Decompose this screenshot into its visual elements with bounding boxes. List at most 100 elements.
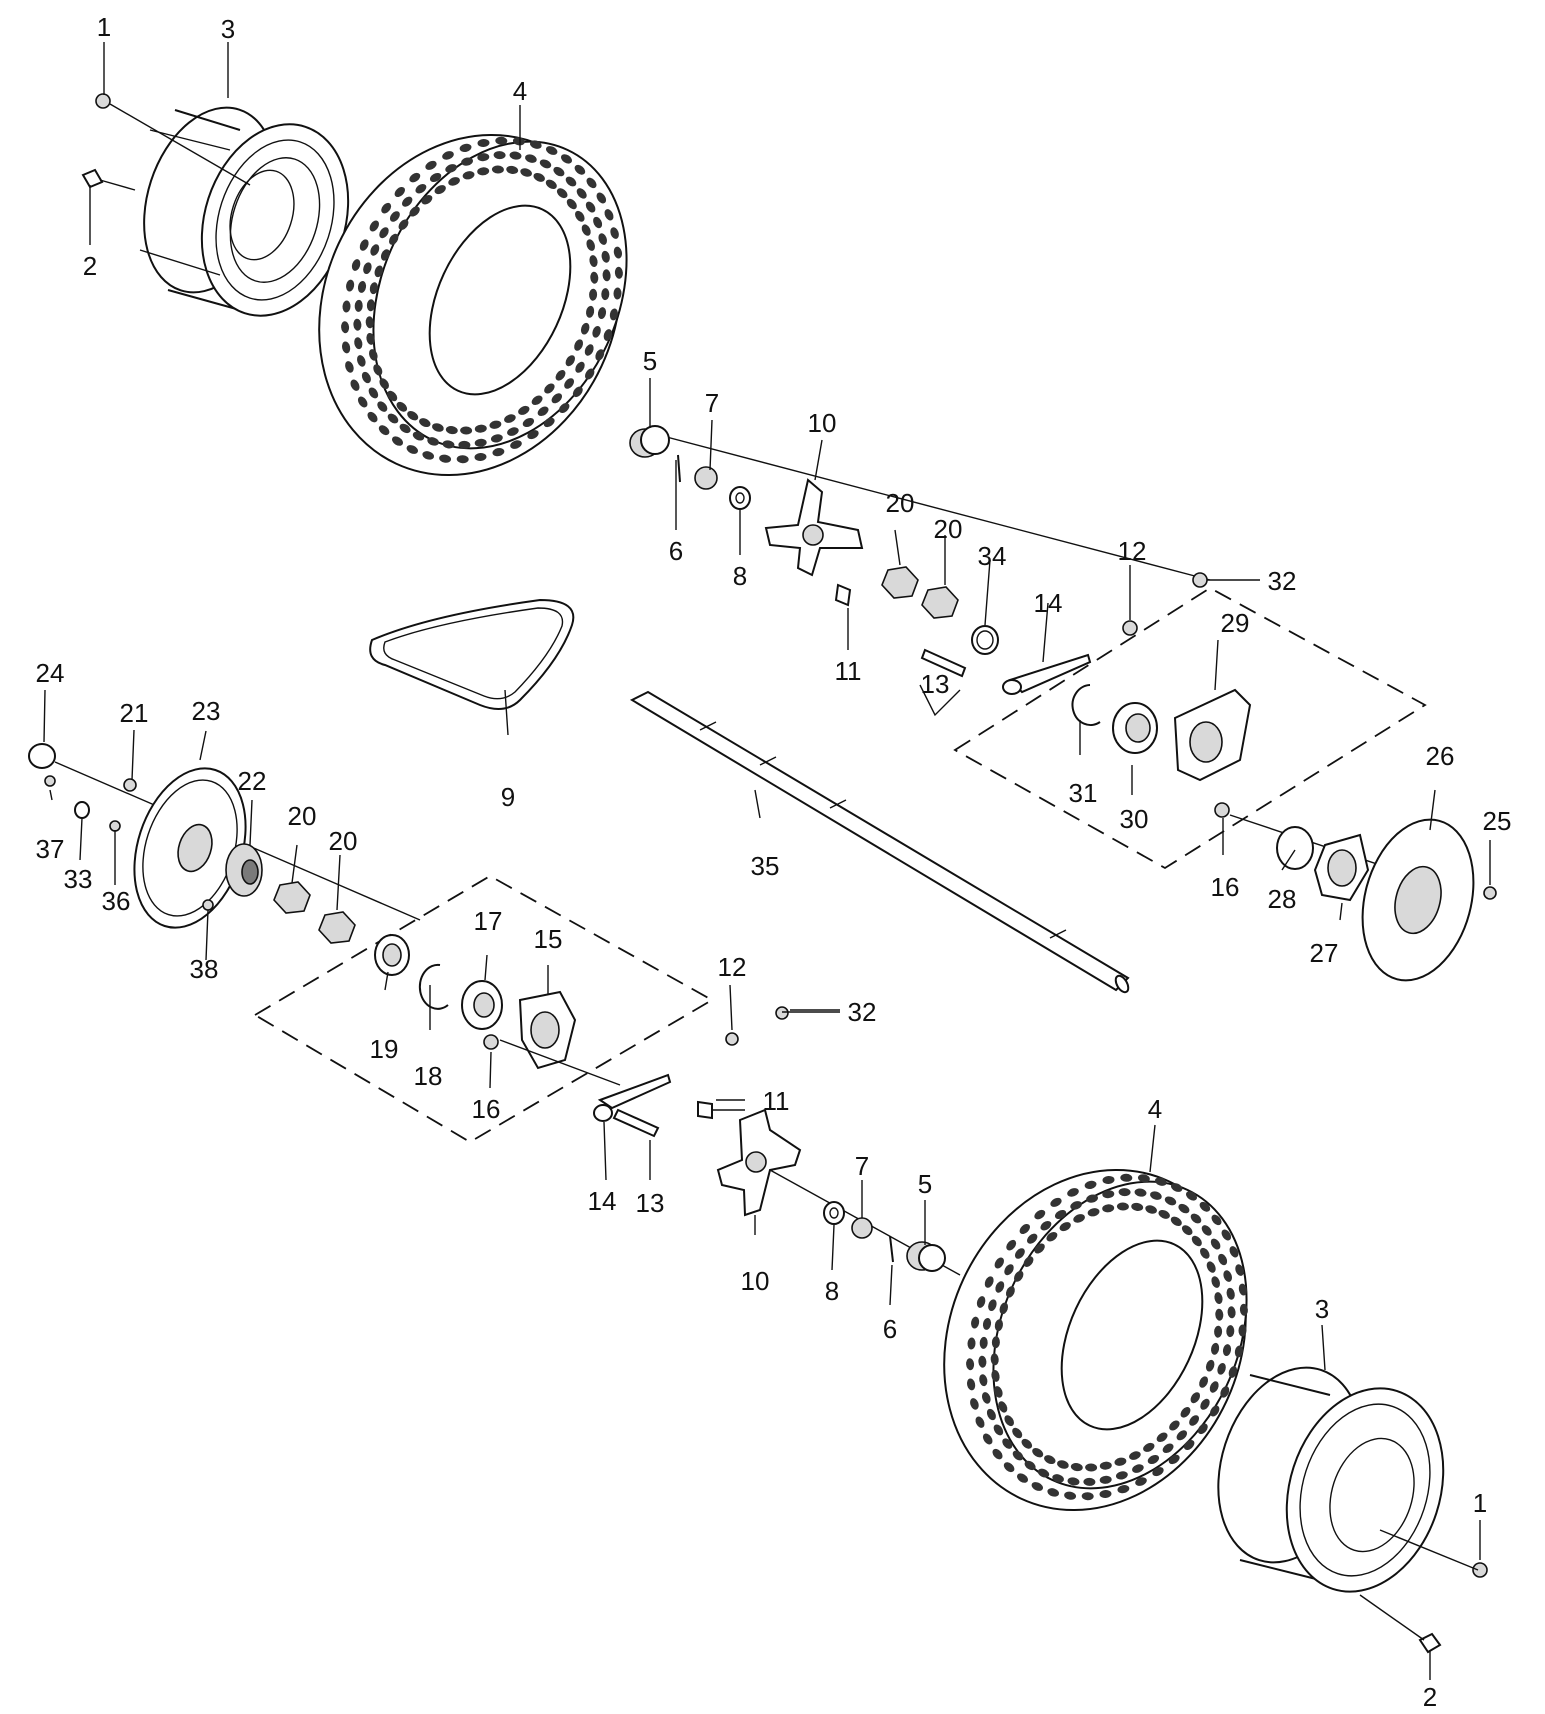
- tread-block: [1217, 1362, 1226, 1375]
- tread-block: [512, 137, 525, 146]
- tread-block: [1057, 1460, 1069, 1469]
- tread-block: [1003, 1462, 1015, 1473]
- tread-block: [609, 308, 618, 321]
- tread-block: [589, 288, 598, 301]
- tread-block: [1073, 1214, 1085, 1223]
- tread-block: [506, 165, 519, 174]
- callout-33: 33: [64, 864, 93, 894]
- tread-block: [402, 196, 413, 207]
- tread-block: [460, 426, 473, 435]
- tread-block: [477, 153, 490, 162]
- tread-block: [1083, 1477, 1096, 1486]
- callout-2-top: 2: [83, 251, 97, 281]
- tread-block: [425, 160, 437, 170]
- tread-block: [354, 337, 363, 350]
- tread-block: [585, 201, 596, 213]
- callout-15: 15: [534, 924, 563, 954]
- callout-24: 24: [36, 658, 65, 688]
- tread-block: [1210, 1405, 1220, 1417]
- callout-2-bottom: 2: [1423, 1682, 1437, 1712]
- tread-block: [429, 172, 442, 183]
- tread-block: [368, 387, 379, 399]
- tread-block: [462, 171, 475, 180]
- tread-block: [474, 438, 487, 447]
- tread-block: [991, 1336, 1000, 1349]
- tread-block: [342, 300, 351, 313]
- tread-block: [359, 239, 369, 251]
- tread-block: [1017, 1473, 1028, 1483]
- tread-block: [366, 299, 375, 312]
- tread-block: [1178, 1203, 1190, 1214]
- callout-20-a: 20: [886, 488, 915, 518]
- tread-block: [596, 192, 607, 204]
- tread-block: [994, 1386, 1003, 1398]
- tread-block: [1238, 1283, 1248, 1296]
- tread-block: [1181, 1225, 1193, 1236]
- tread-block: [1115, 1471, 1128, 1480]
- tread-block: [1040, 1220, 1052, 1231]
- tread-block: [434, 185, 446, 195]
- tread-block: [490, 434, 503, 443]
- tread-block: [1099, 1475, 1112, 1484]
- tread-block: [374, 265, 384, 278]
- tread-block: [387, 413, 399, 424]
- tread-block: [998, 1401, 1008, 1413]
- callout-28: 28: [1268, 884, 1297, 914]
- callout-1-bottom: 1: [1473, 1488, 1487, 1518]
- tread-block: [1024, 1460, 1036, 1471]
- tread-block: [409, 206, 420, 217]
- tread-block: [1145, 1205, 1157, 1214]
- tread-block: [415, 183, 427, 194]
- tire-bottom: [943, 1168, 1248, 1512]
- callout-20-b: 20: [934, 514, 963, 544]
- callout-22: 22: [238, 766, 267, 796]
- tread-block: [1129, 1451, 1141, 1460]
- tread-block: [1118, 1188, 1131, 1197]
- tread-block: [389, 233, 399, 245]
- callout-13-bottom: 13: [636, 1188, 665, 1218]
- tread-block: [1214, 1325, 1223, 1338]
- tread-block: [365, 316, 374, 329]
- tread-block: [380, 249, 390, 261]
- tread-block: [979, 1336, 988, 1349]
- tread-block: [520, 168, 532, 177]
- tread-block: [1234, 1345, 1243, 1358]
- tread-block: [580, 322, 590, 335]
- tread-block: [477, 138, 490, 148]
- tread-block: [1052, 1474, 1064, 1483]
- tread-block: [1004, 1415, 1014, 1427]
- callout-26: 26: [1426, 741, 1455, 771]
- axle-shaft: [629, 690, 1130, 994]
- callout-4-top: 4: [513, 76, 527, 106]
- tread-block: [1143, 1442, 1155, 1452]
- tread-block: [574, 164, 586, 175]
- tread-block: [406, 445, 418, 454]
- tread-block: [1135, 1477, 1147, 1486]
- tread-block: [354, 299, 363, 312]
- tread-block: [477, 167, 490, 176]
- callout-18: 18: [414, 1061, 443, 1091]
- tread-block: [1032, 1448, 1044, 1458]
- tread-block: [1199, 1376, 1209, 1388]
- tread-block: [448, 177, 460, 186]
- tread-block: [1205, 1359, 1215, 1372]
- tread-block: [345, 361, 354, 373]
- tread-block: [590, 271, 599, 284]
- tread-block: [1201, 1225, 1212, 1236]
- tread-block: [1019, 1223, 1030, 1235]
- tread-block: [1147, 1455, 1160, 1464]
- callout-12-bottom: 12: [718, 952, 747, 982]
- tread-block: [361, 371, 371, 384]
- callout-20-c: 20: [288, 801, 317, 831]
- callout-25: 25: [1483, 806, 1512, 836]
- tread-block: [1200, 1398, 1210, 1410]
- tread-block: [556, 188, 568, 199]
- tread-block: [1117, 1484, 1130, 1494]
- tread-block: [341, 321, 350, 334]
- tread-block: [1190, 1213, 1202, 1224]
- tread-block: [1102, 1190, 1115, 1199]
- tread-block: [992, 1448, 1003, 1460]
- tread-block: [419, 418, 431, 428]
- tread-block: [1156, 1432, 1168, 1443]
- tread-block: [1031, 1482, 1043, 1491]
